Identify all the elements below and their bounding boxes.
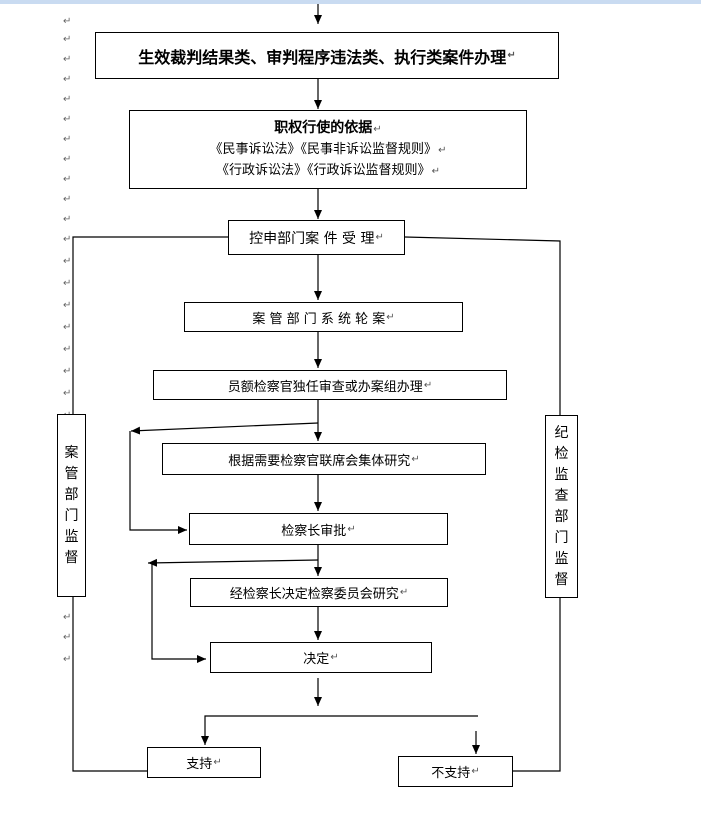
assign-text: 案 管 部 门 系 统 轮 案 [252, 311, 386, 327]
paragraph-mark: ↵ [63, 388, 72, 399]
handle-text: 员额检察官独任审查或办案组办理 [227, 379, 423, 395]
paragraph-mark: ↵ [63, 16, 72, 27]
paragraph-mark: ↵ [63, 278, 72, 289]
basis-line-2: 《行政诉讼法》《行政诉讼监督规则》 [216, 162, 431, 178]
paragraph-mark: ↵ [63, 74, 72, 85]
right-supervision-char: 监 [554, 550, 569, 567]
right-supervision-char: 纪 [554, 424, 569, 441]
right-supervision-char: 查 [554, 487, 569, 504]
paragraph-mark: ↵ [438, 144, 447, 156]
left-supervision-char: 案 [64, 444, 79, 461]
header-band [0, 0, 701, 4]
paragraph-mark: ↵ [471, 766, 480, 777]
left-supervision-char: 部 [64, 486, 79, 503]
bypass2-left-line [151, 563, 206, 663]
paragraph-mark: ↵ [63, 654, 72, 665]
basis-box: 职权行使的依据↵ 《民事诉讼法》《民事非诉讼监督规则》↵ 《行政诉讼法》《行政诉… [129, 110, 527, 189]
not-support-box: 不支持↵ [398, 756, 513, 787]
accept-text: 控申部门案 件 受 理 [249, 230, 375, 247]
paragraph-mark: ↵ [63, 54, 72, 65]
handle-box: 员额检察官独任审查或办案组办理↵ [153, 370, 507, 400]
bypass-left-line [129, 431, 187, 534]
paragraph-mark: ↵ [63, 632, 72, 643]
paragraph-mark: ↵ [63, 612, 72, 623]
paragraph-mark: ↵ [63, 256, 72, 267]
paragraph-mark: ↵ [507, 50, 516, 61]
paragraph-mark: ↵ [63, 134, 72, 145]
paragraph-mark: ↵ [63, 174, 72, 185]
paragraph-mark: ↵ [373, 123, 382, 135]
paragraph-mark: ↵ [63, 34, 72, 45]
right-supervision-char: 部 [554, 508, 569, 525]
joint-text: 根据需要检察官联席会集体研究 [228, 453, 411, 469]
category-box: 生效裁判结果类、审判程序违法类、执行类案件办理↵ [95, 32, 559, 79]
support-text: 支持 [186, 757, 213, 772]
paragraph-mark: ↵ [63, 214, 72, 225]
paragraph-mark: ↵ [63, 234, 72, 245]
basis-line-1: 《民事诉讼法》《民事非诉讼监督规则》 [209, 141, 438, 157]
bypass-top-arrow [130, 422, 319, 435]
basis-title: 职权行使的依据 [274, 119, 373, 136]
chief-text: 检察长审批 [281, 523, 347, 539]
right-supervision-char: 督 [554, 571, 569, 588]
paragraph-mark: ↵ [386, 311, 395, 323]
paragraph-mark: ↵ [63, 322, 72, 333]
left-supervision-box: 案管部门监督 [57, 414, 86, 597]
decision-box: 决定↵ [210, 642, 432, 673]
left-supervision-char: 门 [64, 507, 79, 524]
paragraph-mark: ↵ [375, 232, 384, 243]
decision-text: 决定 [303, 652, 330, 667]
paragraph-mark: ↵ [347, 523, 356, 535]
paragraph-mark: ↵ [63, 344, 72, 355]
committee-box: 经检察长决定检察委员会研究↵ [190, 578, 448, 607]
paragraph-mark: ↵ [63, 94, 72, 105]
not-support-text: 不支持 [431, 766, 471, 781]
paragraph-mark: ↵ [63, 300, 72, 311]
paragraph-mark: ↵ [330, 652, 339, 663]
paragraph-mark: ↵ [63, 114, 72, 125]
committee-text: 经检察长决定检察委员会研究 [229, 587, 399, 602]
accept-box: 控申部门案 件 受 理↵ [228, 220, 405, 255]
paragraph-mark: ↵ [63, 194, 72, 205]
split-to-support [201, 715, 478, 745]
joint-box: 根据需要检察官联席会集体研究↵ [162, 443, 486, 475]
paragraph-mark: ↵ [63, 366, 72, 377]
category-text: 生效裁判结果类、审判程序违法类、执行类案件办理 [138, 47, 507, 67]
left-supervision-char: 督 [64, 549, 79, 566]
left-supervision-char: 管 [64, 465, 79, 482]
paragraph-mark: ↵ [399, 587, 409, 598]
paragraph-mark: ↵ [411, 453, 420, 465]
left-supervision-char: 监 [64, 528, 79, 545]
paragraph-mark: ↵ [63, 154, 72, 165]
paragraph-mark: ↵ [423, 379, 433, 391]
paragraph-mark: ↵ [431, 165, 440, 177]
bypass2-top-arrow [147, 558, 319, 567]
chief-box: 检察长审批↵ [189, 513, 448, 545]
right-supervision-char: 检 [554, 445, 569, 462]
right-supervision-box: 纪检监查部门监督 [545, 415, 578, 598]
support-box: 支持↵ [147, 747, 261, 778]
right-supervision-char: 门 [554, 529, 569, 546]
paragraph-mark: ↵ [213, 757, 222, 768]
assign-box: 案 管 部 门 系 统 轮 案↵ [184, 302, 463, 332]
right-supervision-char: 监 [554, 466, 569, 483]
